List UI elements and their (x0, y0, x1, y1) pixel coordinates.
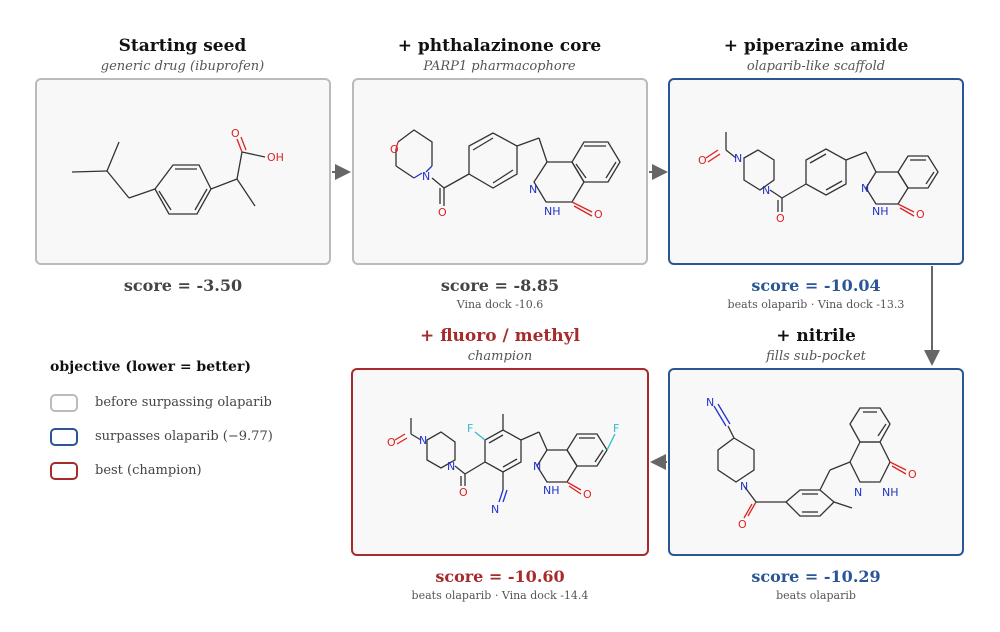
atom-label: O (438, 206, 447, 219)
atom-label: N (529, 183, 537, 196)
atom-label: N (861, 182, 869, 195)
step3-subtitle: olaparib-like scaffold (746, 59, 886, 74)
atom-label: N (447, 460, 455, 473)
step5-panel: O N N O F N N NH O F (351, 368, 649, 556)
legend-swatch-blue (50, 428, 78, 446)
atom-label: N (422, 170, 430, 183)
atom-label: O (776, 212, 785, 225)
step4-note: beats olaparib (776, 589, 856, 602)
atom-label: O (738, 518, 747, 531)
step1-title: Starting seed (118, 36, 247, 56)
step4-title: + nitrile (776, 326, 856, 346)
step2-panel: O N O N NH O (352, 78, 648, 265)
legend-label: before surpassing olaparib (95, 395, 272, 410)
atom-label: F (613, 422, 619, 435)
atom-label: O (916, 208, 925, 221)
atom-label: O (387, 436, 396, 449)
legend-label: best (champion) (95, 463, 202, 478)
step5-subtitle: champion (467, 349, 533, 364)
piperazine-amide-structure: O N N O N NH O (698, 132, 939, 225)
atom-label: O (698, 154, 707, 167)
atom-label: NH (882, 486, 899, 499)
legend-swatch-red (50, 462, 78, 480)
legend: objective (lower = better) before surpas… (50, 356, 330, 496)
atom-label: F (467, 422, 473, 435)
step5-score: score = -10.60 (435, 567, 565, 586)
atom-label: O (594, 208, 603, 221)
atom-label: N (706, 396, 714, 409)
step2-score: score = -8.85 (440, 276, 560, 295)
atom-label: O (231, 127, 240, 140)
phthalazinone-structure: O N O N NH O (390, 129, 621, 221)
atom-label: N (740, 480, 748, 493)
step2-subtitle: PARP1 pharmacophore (423, 59, 576, 74)
atom-label: N (854, 486, 862, 499)
step3-panel: O N N O N NH O (668, 78, 964, 265)
step4-panel: N N O N NH O (668, 368, 964, 556)
step5-note: beats olaparib · Vina dock -14.4 (411, 589, 589, 602)
atom-label: N (491, 503, 499, 516)
atom-label: N (734, 152, 742, 165)
step1-score: score = -3.50 (123, 276, 243, 295)
champion-structure: O N N O F N N NH O F (387, 414, 619, 516)
step3-note: beats olaparib · Vina dock -13.3 (727, 298, 905, 311)
atom-label: N (762, 184, 770, 197)
atom-label: NH (543, 484, 560, 497)
step5-title: + fluoro / methyl (420, 326, 580, 346)
step4-score: score = -10.29 (751, 567, 881, 586)
step2-title: + phthalazinone core (397, 36, 602, 56)
atom-label: OH (267, 151, 284, 164)
step2-note: Vina dock -10.6 (456, 298, 544, 311)
ibuprofen-structure: O OH (71, 127, 284, 215)
step1-subtitle: generic drug (ibuprofen) (100, 59, 265, 74)
legend-swatch-gray (50, 394, 78, 412)
atom-label: O (583, 488, 592, 501)
step1-panel: O OH (35, 78, 331, 265)
step4-subtitle: fills sub-pocket (766, 349, 866, 364)
legend-title: objective (lower = better) (50, 359, 251, 375)
legend-label: surpasses olaparib (−9.77) (95, 429, 273, 444)
atom-label: O (390, 143, 399, 156)
atom-label: N (419, 434, 427, 447)
atom-label: N (533, 460, 541, 473)
step3-score: score = -10.04 (751, 276, 881, 295)
atom-label: NH (872, 205, 889, 218)
step3-title: + piperazine amide (723, 36, 909, 56)
atom-label: O (908, 468, 917, 481)
atom-label: NH (544, 205, 561, 218)
nitrile-structure: N N O N NH O (706, 396, 917, 531)
atom-label: O (459, 486, 468, 499)
